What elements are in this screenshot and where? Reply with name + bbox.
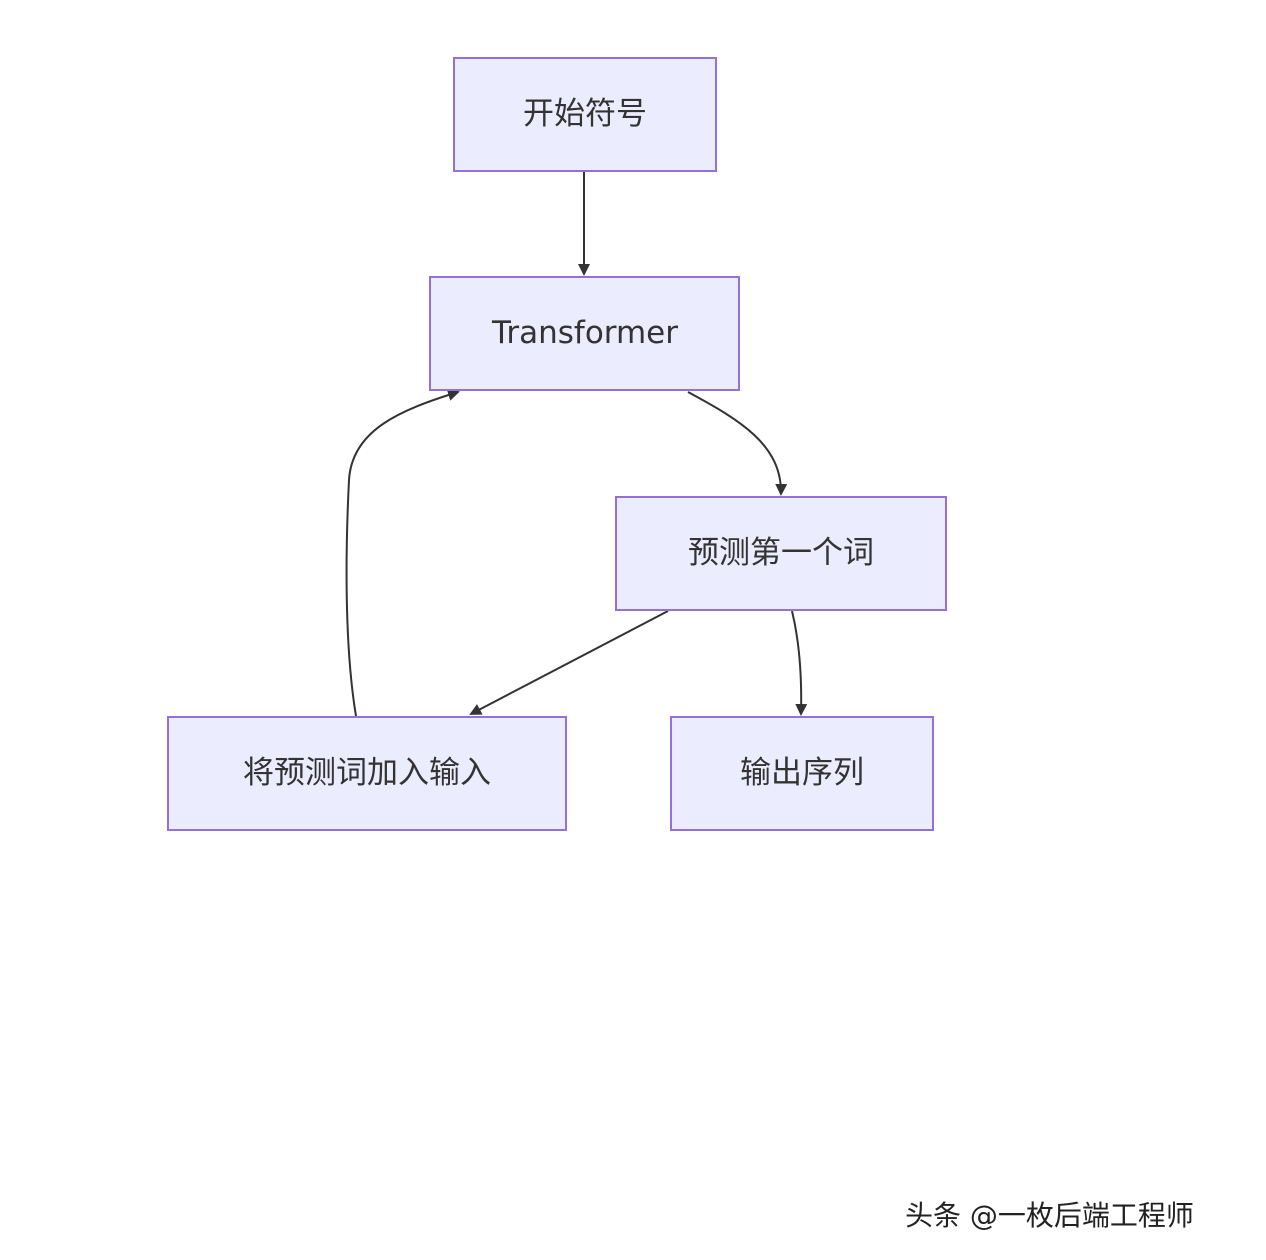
node-transformer-label: Transformer — [491, 315, 678, 351]
node-append-label: 将预测词加入输入 — [243, 755, 491, 791]
edge-transformer-to-predict — [687, 391, 788, 496]
node-append: 将预测词加入输入 — [167, 716, 567, 831]
edge-predict-to-output — [791, 610, 808, 716]
node-output-label: 输出序列 — [740, 755, 864, 791]
edges — [345, 172, 808, 717]
watermark: 头条 @一枚后端工程师 — [905, 1199, 1194, 1232]
node-transformer: Transformer — [429, 276, 740, 391]
node-output: 输出序列 — [670, 716, 934, 831]
node-start-label: 开始符号 — [523, 96, 647, 132]
edge-predict-to-append — [469, 610, 669, 715]
node-predict: 预测第一个词 — [615, 496, 947, 611]
node-predict-label: 预测第一个词 — [688, 535, 874, 571]
edge-append-to-transformer — [345, 389, 460, 717]
node-start: 开始符号 — [453, 57, 717, 172]
